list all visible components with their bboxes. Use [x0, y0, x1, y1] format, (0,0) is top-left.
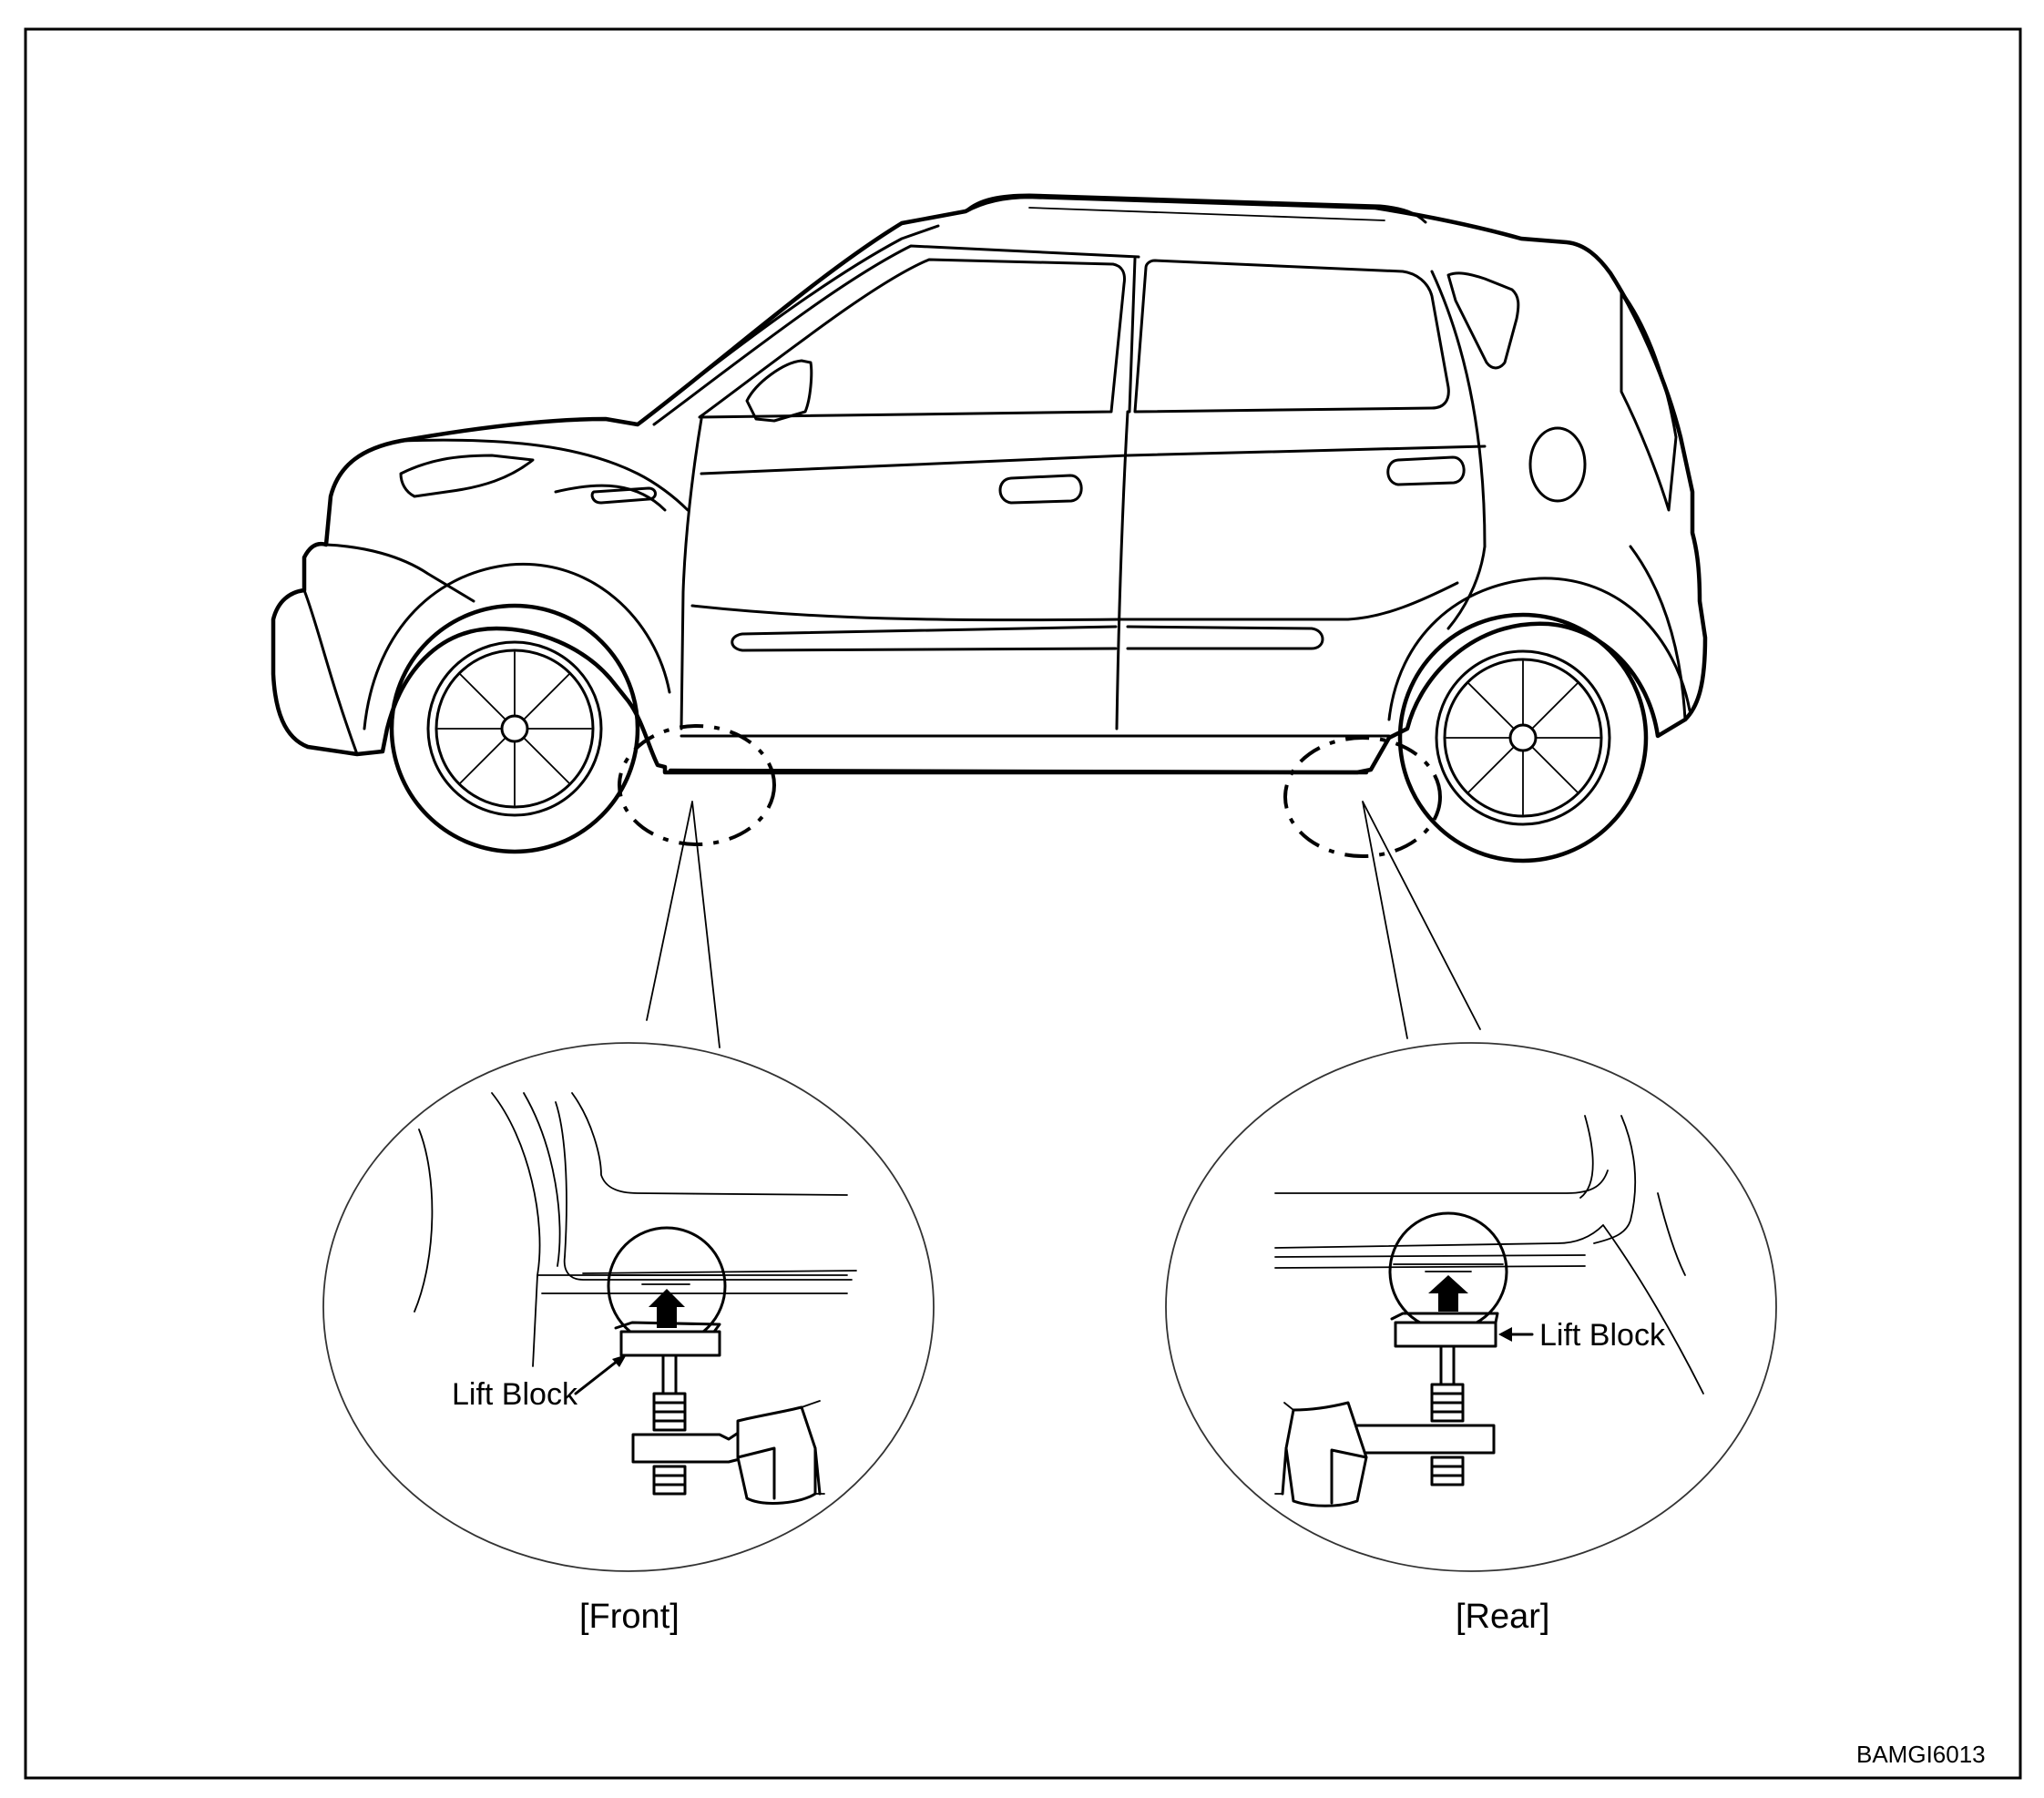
front-door-handle: [998, 474, 1083, 505]
rear-detail-sill-lines: [1274, 1254, 1586, 1269]
front-lift-block: [619, 1330, 721, 1357]
rear-jack-head-detail: [1281, 1446, 1368, 1505]
rear-detail-circle: [1165, 1042, 1777, 1572]
a-pillar: [652, 244, 1140, 426]
front-detail: Lift Block [Front]: [322, 1042, 935, 1636]
rear-door-window: [1133, 259, 1450, 414]
c-pillar: [1430, 270, 1487, 548]
side-marker: [590, 486, 657, 505]
rear-jack-head: [1284, 1401, 1368, 1507]
front-wheel-arch: [363, 562, 671, 730]
front-wheel-spokes: [437, 651, 592, 806]
front-door-front-edge: [680, 417, 703, 730]
windshield-line: [636, 224, 940, 426]
front-detail-sill-lines: [537, 1274, 848, 1294]
front-detail-circle: [322, 1042, 935, 1572]
roof-rail: [964, 193, 1427, 224]
front-jack-arm: [631, 1428, 749, 1464]
front-callout-leader: [574, 1359, 619, 1395]
roof-rail-inner: [1028, 207, 1385, 221]
side-mirror: [745, 359, 813, 423]
side-molding: [731, 625, 1324, 652]
front-window: [698, 258, 1126, 419]
front-wheel: [389, 603, 640, 854]
rear-detail: Lift Block [Rear]: [1165, 1042, 1777, 1636]
front-screw-stem: [652, 1354, 687, 1496]
front-detail-fender-lines: [414, 1092, 857, 1367]
front-fascia-line: [324, 543, 475, 603]
front-leader-lines: [646, 801, 721, 1048]
sill-lower-edge: [668, 768, 1369, 775]
rear-door-rear-edge: [1446, 545, 1487, 630]
front-lift-block-top: [614, 1321, 721, 1333]
b-pillar: [1128, 257, 1137, 414]
tail-light: [1620, 290, 1678, 512]
front-lift-arrow: [649, 1289, 685, 1328]
rear-caption: [Rear]: [1456, 1598, 1549, 1636]
rear-magnifier-body-line: [1393, 1263, 1504, 1272]
rear-wheel-arch: [1387, 577, 1691, 721]
fuel-door: [1528, 426, 1587, 503]
front-lift-point-marker: [618, 724, 776, 846]
rear-callout-arrowhead: [1498, 1327, 1512, 1342]
front-rear-door-seam: [1115, 410, 1129, 730]
front-callout-arrowhead: [612, 1354, 627, 1367]
rear-jack-arm: [1342, 1424, 1496, 1455]
figure-frame: [24, 27, 2022, 1780]
rear-lift-arrow: [1428, 1275, 1468, 1312]
rear-screw-stem: [1430, 1344, 1465, 1486]
front-jack-head-detail: [736, 1446, 822, 1500]
rear-lift-block: [1394, 1321, 1497, 1348]
rear-lift-block-top: [1390, 1312, 1499, 1324]
vehicle-body-outline: [271, 194, 1708, 775]
rear-wheel: [1397, 612, 1649, 863]
rear-jack-beam: [1274, 1402, 1294, 1495]
front-lift-block-label: Lift Block: [452, 1377, 578, 1412]
rear-door-handle: [1386, 455, 1466, 486]
front-caption: [Front]: [579, 1598, 680, 1636]
rear-quarter-window: [1446, 271, 1520, 370]
belt-line: [700, 444, 1487, 475]
rear-lift-point-marker: [1283, 736, 1442, 858]
rear-lift-block-label: Lift Block: [1539, 1318, 1666, 1353]
front-jack-beam: [801, 1400, 825, 1495]
rear-leader-lines: [1362, 801, 1481, 1039]
front-magnifier-body-line: [611, 1274, 722, 1285]
front-bumper-line: [302, 588, 359, 756]
vehicle-side-view: [271, 193, 1708, 863]
headlight: [399, 454, 535, 498]
rear-detail-fender-lines: [1274, 1115, 1704, 1394]
rear-wheel-spokes: [1446, 660, 1600, 815]
rear-bumper: [1629, 545, 1687, 721]
hood-line: [399, 438, 690, 512]
body-side-line: [690, 581, 1459, 622]
fender-line: [554, 484, 667, 512]
figure-code: BAMGI6013: [1856, 1741, 1986, 1768]
